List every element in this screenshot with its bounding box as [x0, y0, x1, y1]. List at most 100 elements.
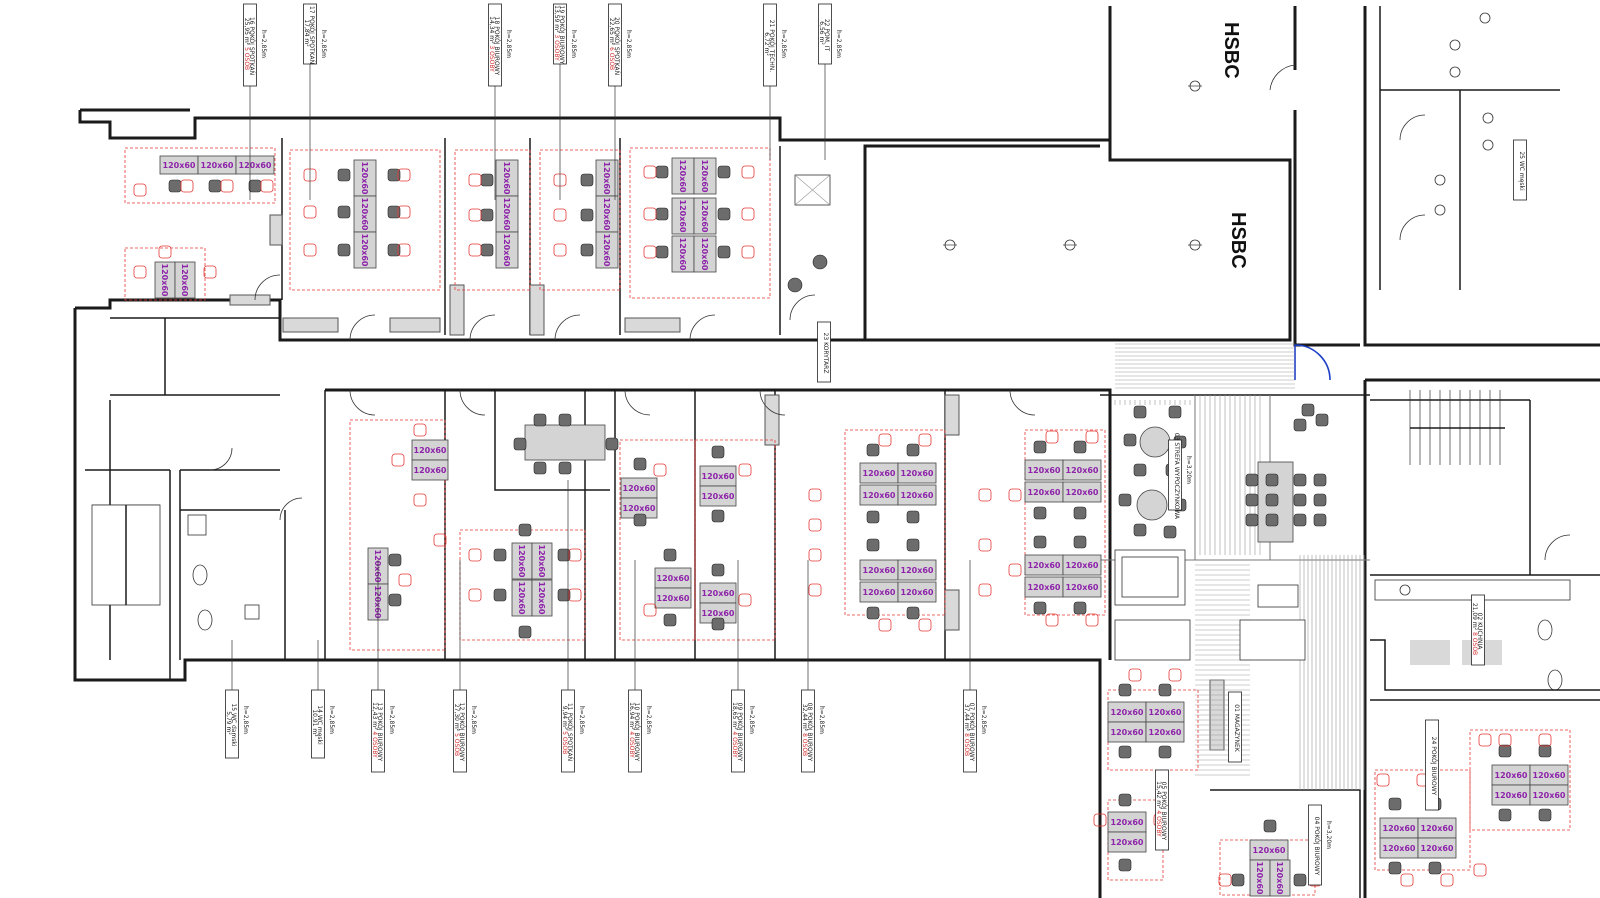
desk: 120x60 [531, 579, 553, 617]
chair [1388, 861, 1402, 875]
chair [387, 168, 401, 182]
chair [168, 179, 182, 193]
planned-chair [433, 533, 447, 547]
clearance-zone [124, 147, 276, 204]
room-name: 19 POKÓJ BIUROWY [558, 6, 565, 65]
planned-chair [1008, 488, 1022, 502]
desk: 120x60 [595, 231, 619, 269]
room-name: 25 WC męski [1518, 151, 1525, 191]
room-area: 9,94 m² 5 OSÓB [561, 706, 568, 755]
clearance-zone [844, 429, 946, 616]
chair [1033, 601, 1047, 615]
desk: 120x60 [897, 559, 937, 581]
room-name: 17 POKÓJ SPOTKAŃ [308, 6, 315, 64]
desk-size-label: 120x60 [901, 469, 934, 478]
desk-size-label: 120x60 [1066, 466, 1099, 475]
desk: 120x60 [1062, 576, 1102, 598]
desk: 120x60 [197, 155, 237, 175]
chair [1293, 473, 1307, 487]
planned-chair [1218, 873, 1232, 887]
desk-size-label: 120x60 [623, 484, 656, 493]
room-tag-24: 24 POKÓJ BIUROWY [1425, 719, 1439, 811]
chair [1158, 683, 1172, 697]
desk: 120x60 [1024, 554, 1064, 576]
desk: 120x60 [897, 484, 937, 506]
desk: 120x60 [411, 439, 449, 461]
room-name: 02 KUCHNIA [1476, 613, 1483, 651]
desk-size-label: 120x60 [1533, 791, 1566, 800]
desk: 120x60 [353, 231, 377, 269]
clearance-zone [454, 149, 531, 291]
chair [1073, 601, 1087, 615]
desk-size-label: 120x60 [373, 586, 382, 619]
hsbc-label-top: HSBC [1220, 22, 1242, 79]
desk: 120x60 [174, 261, 196, 299]
room-tag-01: 01 MAGAZYNEK [1228, 691, 1242, 763]
desk: 120x60 [1145, 701, 1185, 723]
room-area: 22,65 m² 6 OSÓB [608, 18, 615, 70]
chair [1118, 793, 1132, 807]
chair [1168, 405, 1182, 419]
planned-chair [553, 243, 567, 257]
desk-size-label: 120x60 [1421, 824, 1454, 833]
room-height: h=2,85m [328, 706, 335, 734]
marker-icon [943, 239, 957, 251]
clearance-zone [539, 149, 621, 291]
desk: 120x60 [859, 581, 899, 603]
chair [1231, 873, 1245, 887]
room-area: 13,59 m² 3 OSOBY [553, 5, 560, 61]
desk: 120x60 [1145, 721, 1185, 743]
desk-size-label: 120x60 [360, 234, 369, 267]
chair [533, 413, 547, 427]
desk-size-label: 120x60 [901, 491, 934, 500]
chair [1133, 405, 1147, 419]
clearance-zone [619, 439, 696, 641]
desk-size-label: 120x60 [1066, 583, 1099, 592]
clearance-zone [629, 147, 771, 299]
planned-chair [468, 548, 482, 562]
chair [337, 168, 351, 182]
room-name: 08 POKÓJ BIUROWY [806, 703, 813, 762]
planned-chair [397, 243, 411, 257]
chair [1301, 403, 1315, 417]
room-name: 24 POKÓJ BIUROWY [1430, 737, 1437, 796]
desk: 120x60 [495, 159, 519, 197]
desk-size-label: 120x60 [1495, 791, 1528, 800]
desk-size-label: 120x60 [1111, 838, 1144, 847]
planned-chair [643, 207, 657, 221]
desk-size-label: 120x60 [160, 264, 169, 297]
planned-chair [568, 588, 582, 602]
desk: 120x60 [1417, 837, 1457, 859]
room-height: h=2,85m [470, 706, 477, 734]
room-area: 6,56 m² [818, 21, 825, 45]
desk-size-label: 120x60 [678, 200, 687, 233]
chair [480, 208, 494, 222]
chair [1133, 523, 1147, 537]
desk-size-label: 120x60 [702, 492, 735, 501]
desk: 120x60 [511, 542, 533, 580]
desk-size-label: 120x60 [1111, 728, 1144, 737]
planned-chair [133, 183, 147, 197]
room-height: h=3,20m [1185, 456, 1192, 484]
chair [866, 538, 880, 552]
planned-chair [643, 603, 657, 617]
room-area: 17,84 m² [303, 19, 310, 47]
desk-size-label: 120x60 [700, 200, 709, 233]
room-name: 07 POKÓJ BIUROWY [968, 703, 975, 762]
chair [480, 243, 494, 257]
chair [1033, 506, 1047, 520]
chair [388, 593, 402, 607]
chair [580, 173, 594, 187]
planned-chair [397, 168, 411, 182]
desk-size-label: 120x60 [502, 198, 511, 231]
desk: 120x60 [693, 157, 717, 195]
chair [558, 461, 572, 475]
clearance-zone [289, 149, 441, 291]
it-room [787, 174, 831, 293]
desk: 120x60 [1107, 811, 1147, 833]
chair [906, 538, 920, 552]
